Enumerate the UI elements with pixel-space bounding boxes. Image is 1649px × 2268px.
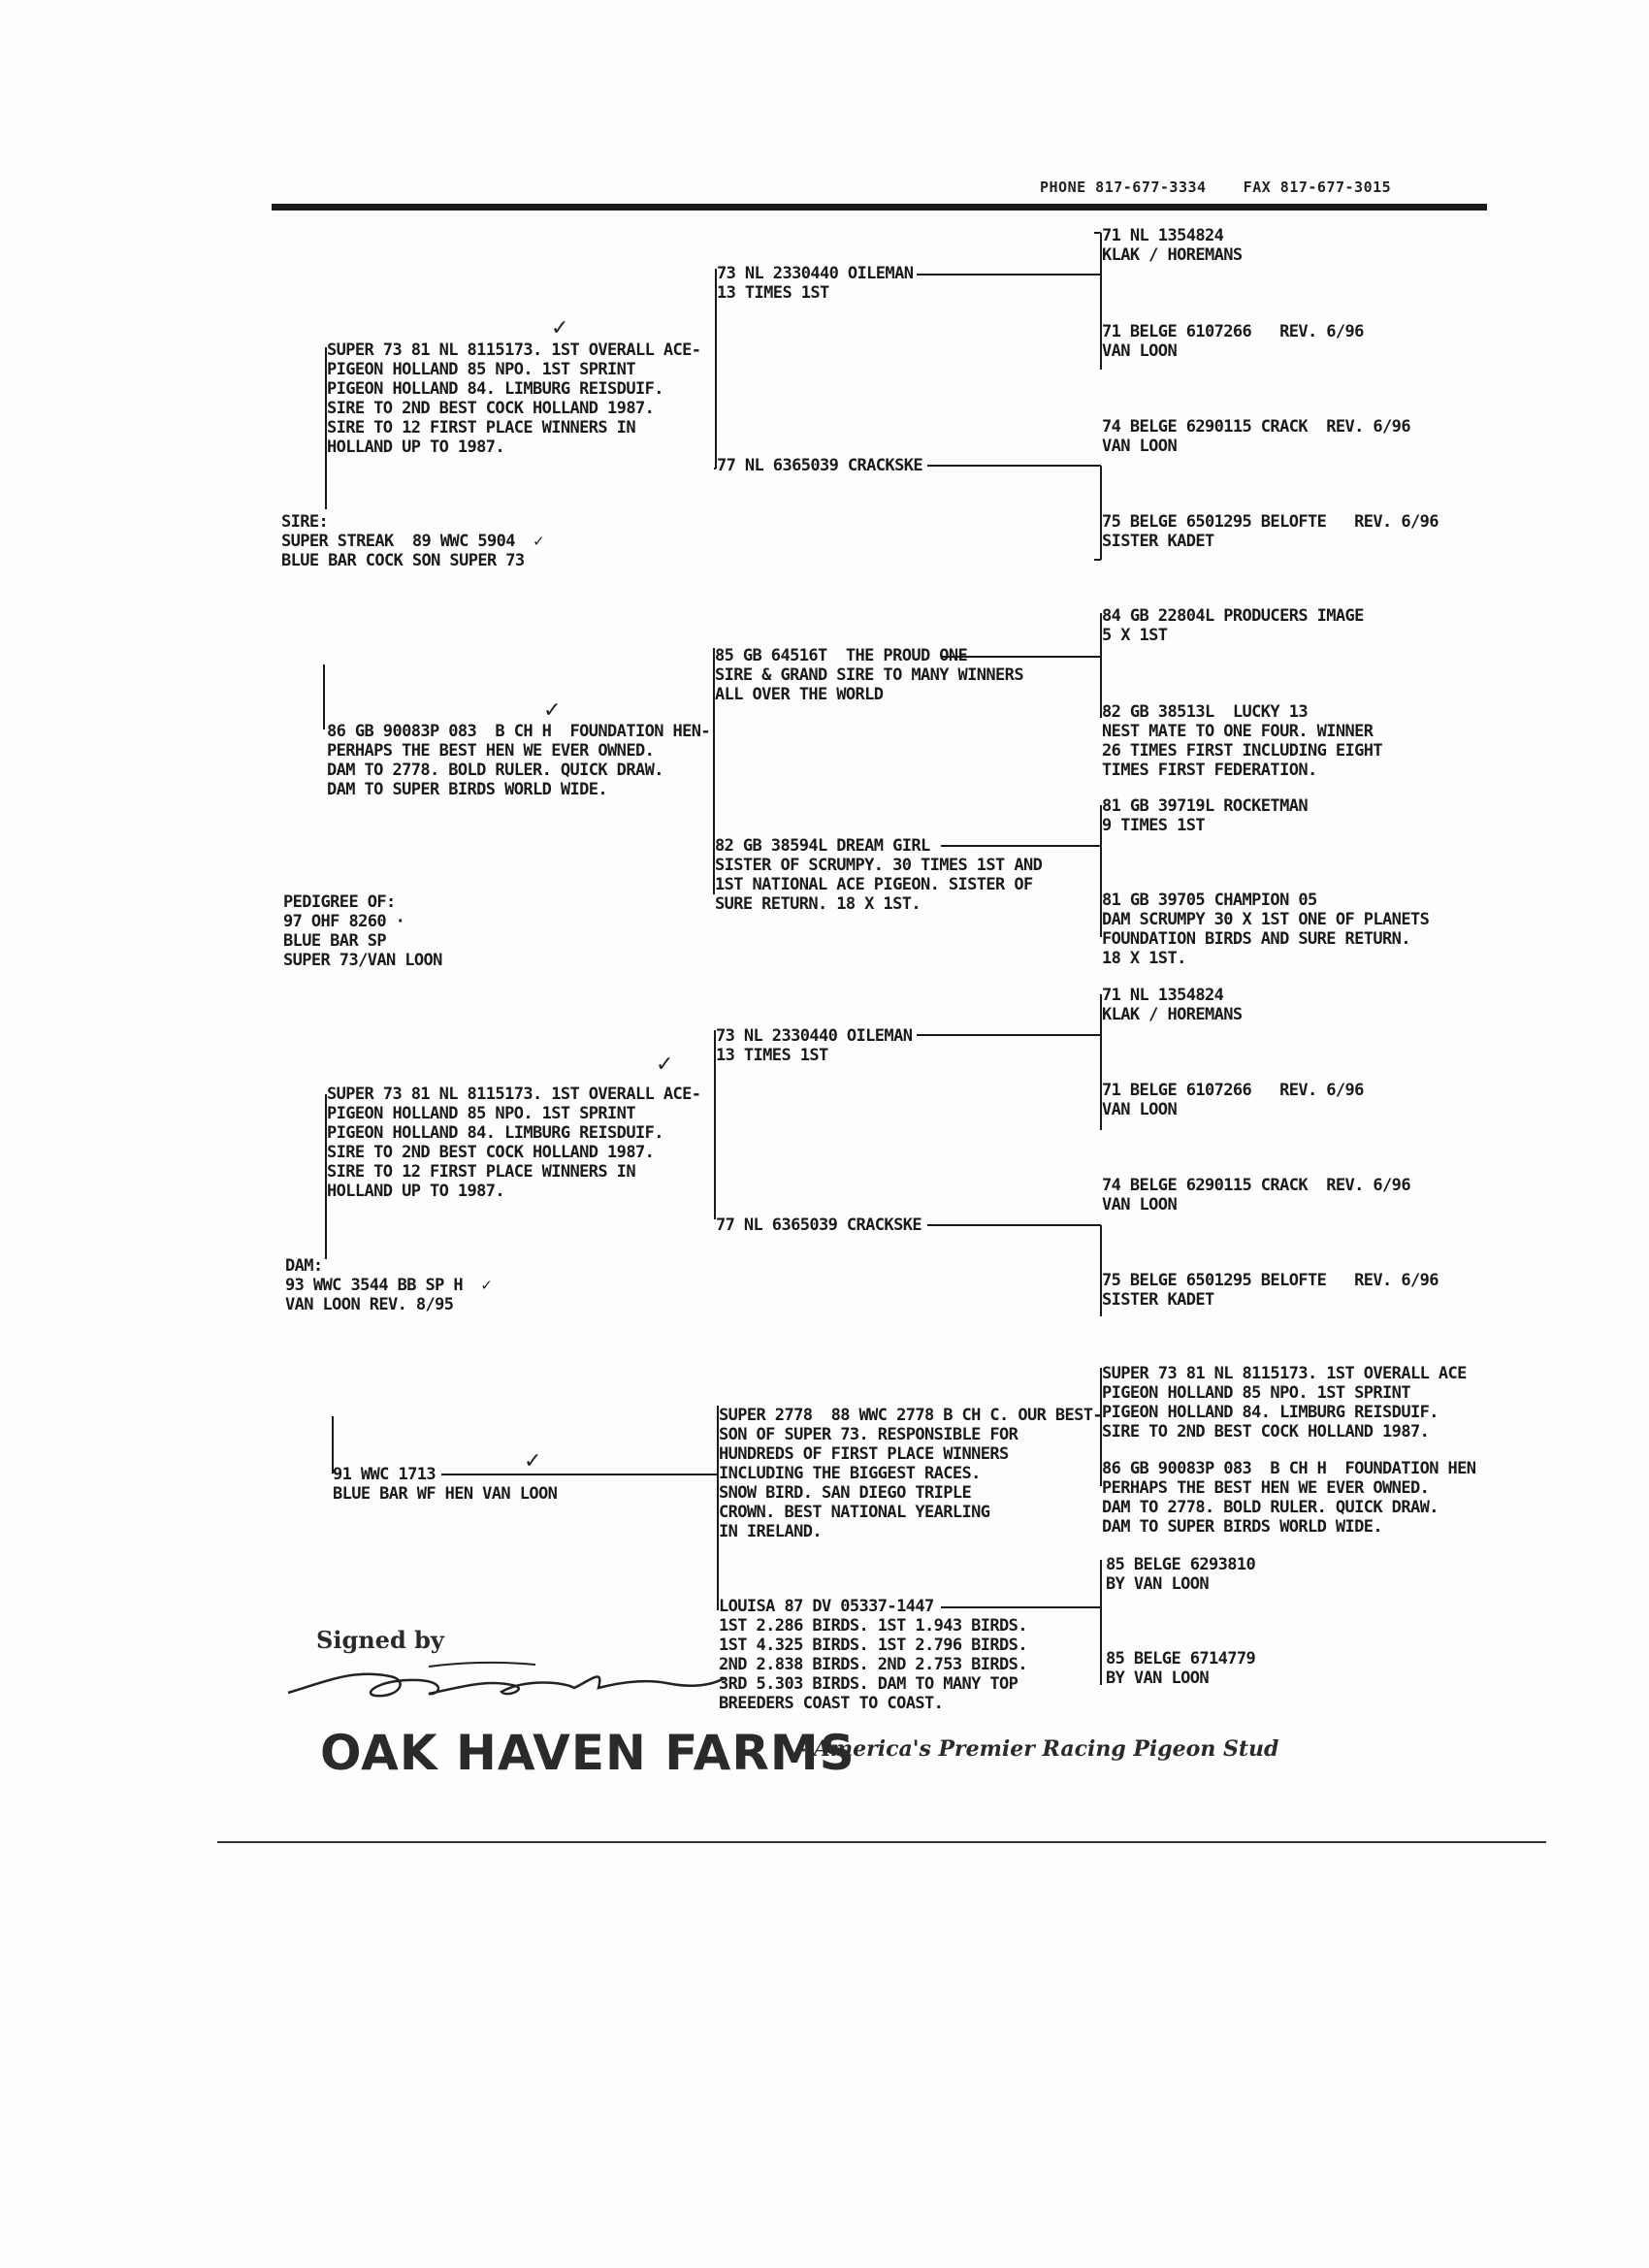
- gen3-ss-dam: 77 NL 6365039 CRACKSKE: [717, 456, 923, 475]
- header-rule: [272, 204, 1487, 211]
- gen4-d4: 85 BELGE 6714779 BY VAN LOON: [1106, 1649, 1256, 1688]
- phone-fax-header: PHONE 817-677-3334 FAX 817-677-3015: [1040, 178, 1392, 196]
- sire-dam-entry: 86 GB 90083P 083 B CH H FOUNDATION HEN- …: [327, 722, 711, 799]
- dam-dam-entry: 91 WWC 1713 BLUE BAR WF HEN VAN LOON: [333, 1465, 558, 1504]
- gen4-a2: 71 BELGE 6107266 REV. 6/96 VAN LOON: [1102, 322, 1364, 361]
- gen3-ss-sire: 73 NL 2330440 OILEMAN 13 TIMES 1ST: [717, 264, 914, 303]
- gen4-b1: 84 GB 22804L PRODUCERS IMAGE 5 X 1ST: [1102, 606, 1364, 645]
- dam-sire-entry: SUPER 73 81 NL 8115173. 1ST OVERALL ACE-…: [327, 1085, 701, 1201]
- gen4-a4: 75 BELGE 6501295 BELOFTE REV. 6/96 SISTE…: [1102, 512, 1439, 551]
- gen4-a3: 74 BELGE 6290115 CRACK REV. 6/96 VAN LOO…: [1102, 417, 1411, 456]
- gen4-d3: 85 BELGE 6293810 BY VAN LOON: [1106, 1555, 1256, 1594]
- gen3-ds-dam: 77 NL 6365039 CRACKSKE: [716, 1215, 922, 1235]
- check-mark-icon: ✓: [543, 698, 562, 723]
- gen3-sd-dam: 82 GB 38594L DREAM GIRL SISTER OF SCRUMP…: [715, 836, 1043, 914]
- brand-name: OAK HAVEN FARMS: [320, 1725, 856, 1781]
- footer-rule: [217, 1841, 1546, 1843]
- gen4-c1: 71 NL 1354824 KLAK / HOREMANS: [1102, 986, 1243, 1024]
- gen4-b3: 81 GB 39719L ROCKETMAN 9 TIMES 1ST: [1102, 796, 1309, 835]
- gen3-dd-sire: SUPER 2778 88 WWC 2778 B CH C. OUR BEST-…: [719, 1406, 1103, 1541]
- gen4-b2: 82 GB 38513L LUCKY 13 NEST MATE TO ONE F…: [1102, 702, 1383, 780]
- sire-label: SIRE:: [281, 512, 329, 532]
- check-mark-icon: ✓: [656, 1053, 674, 1077]
- sire-sire-entry: SUPER 73 81 NL 8115173. 1ST OVERALL ACE-…: [327, 340, 701, 457]
- signed-by-label: Signed by: [316, 1626, 444, 1654]
- gen4-d2: 86 GB 90083P 083 B CH H FOUNDATION HEN P…: [1102, 1459, 1476, 1537]
- gen3-dd-dam: LOUISA 87 DV 05337-1447 1ST 2.286 BIRDS.…: [719, 1597, 1028, 1713]
- gen4-c3: 74 BELGE 6290115 CRACK REV. 6/96 VAN LOO…: [1102, 1176, 1411, 1215]
- gen4-a1: 71 NL 1354824 KLAK / HOREMANS: [1102, 226, 1243, 265]
- gen4-d1: SUPER 73 81 NL 8115173. 1ST OVERALL ACE …: [1102, 1364, 1467, 1442]
- check-mark-icon: ✓: [551, 316, 569, 340]
- check-mark-icon: ✓: [524, 1449, 542, 1474]
- dam-details: 93 WWC 3544 BB SP H ✓ VAN LOON REV. 8/95: [285, 1276, 492, 1314]
- subject-details: 97 OHF 8260 · BLUE BAR SP SUPER 73/VAN L…: [283, 912, 442, 970]
- signature-graphic: [287, 1661, 726, 1698]
- brand-tagline: - America's Premier Racing Pigeon Stud: [797, 1736, 1279, 1762]
- dam-label: DAM:: [285, 1256, 323, 1276]
- gen4-c4: 75 BELGE 6501295 BELOFTE REV. 6/96 SISTE…: [1102, 1271, 1439, 1310]
- gen4-b4: 81 GB 39705 CHAMPION 05 DAM SCRUMPY 30 X…: [1102, 891, 1430, 968]
- gen4-c2: 71 BELGE 6107266 REV. 6/96 VAN LOON: [1102, 1081, 1364, 1119]
- gen3-sd-sire: 85 GB 64516T THE PROUD ONE SIRE & GRAND …: [715, 646, 1024, 704]
- sire-details: SUPER STREAK 89 WWC 5904 ✓ BLUE BAR COCK…: [281, 532, 543, 570]
- subject-label: PEDIGREE OF:: [283, 892, 396, 912]
- gen3-ds-sire: 73 NL 2330440 OILEMAN 13 TIMES 1ST: [716, 1026, 913, 1065]
